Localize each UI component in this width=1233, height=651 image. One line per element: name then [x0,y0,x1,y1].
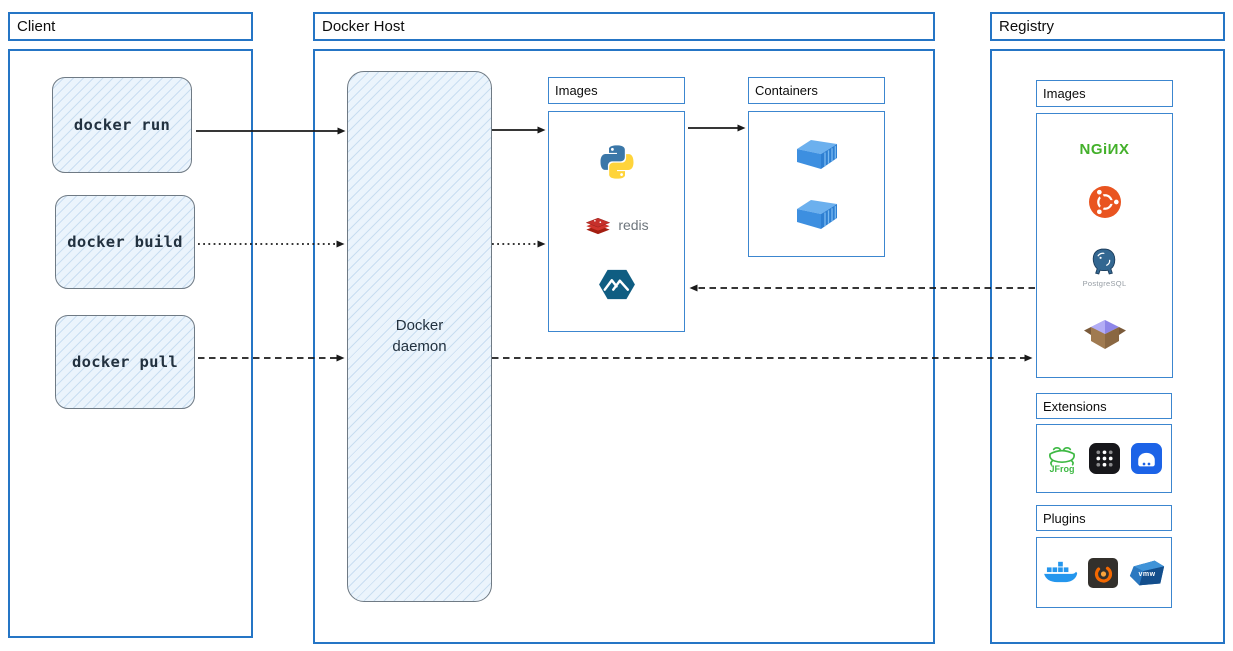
postgresql-label: PostgreSQL [1082,278,1127,288]
app-grid-icon [1089,443,1120,474]
docker-run-label: docker run [73,116,171,134]
redis-icon [585,217,611,235]
docker-pull-box: docker pull [55,315,195,409]
containers-title-label: Containers [755,83,818,98]
registry-plugins-title: Plugins [1036,505,1172,531]
host-images-title-label: Images [555,83,598,98]
registry-section-title: Registry [990,12,1225,41]
docker-build-label: docker build [67,233,183,251]
containers-title: Containers [748,77,885,104]
ubuntu-icon [1088,186,1121,219]
docker-pull-label: docker pull [72,353,178,371]
registry-plugins-title-label: Plugins [1043,510,1086,526]
jfrog-icon [1049,447,1075,466]
client-section-title: Client [8,12,253,41]
busybox-icon [1083,319,1126,349]
alpine-icon [598,269,635,300]
registry-extensions-list: JFrog [1036,424,1172,493]
docker-build-box: docker build [55,195,195,289]
host-images-list: redis [548,111,685,332]
vmware-label: vmw [1138,570,1156,578]
containers-list [748,111,885,257]
docker-host-section-title: Docker Host [313,12,935,41]
registry-plugins-list: vmw [1036,537,1172,608]
disk-drive-icon [1131,443,1162,474]
registry-title-label: Registry [999,18,1055,35]
container-icon [796,200,837,230]
python-icon [600,145,633,179]
registry-images-list: NGiИX PostgreSQL [1036,113,1173,378]
registry-extensions-title-label: Extensions [1043,398,1107,414]
client-title-label: Client [17,18,56,35]
nginx-icon: NGiИX [1079,141,1130,159]
grafana-icon [1088,557,1118,588]
redis-label: redis [618,217,649,233]
postgresql-icon [1093,248,1116,275]
containers-box [748,111,885,257]
docker-daemon-box: Docker daemon [347,71,492,602]
jfrog-item: JFrog [1046,443,1078,474]
docker-whale-icon [1044,561,1078,582]
docker-daemon-label: Docker daemon [392,317,447,355]
redis-item: redis [584,213,649,237]
vmware-icon [1129,560,1165,585]
docker-host-title-label: Docker Host [322,18,405,35]
container-icon [796,139,837,169]
docker-run-box: docker run [52,77,192,173]
postgresql-item: PostgreSQL [1083,247,1127,288]
registry-images-title: Images [1036,80,1173,107]
registry-extensions-title: Extensions [1036,393,1172,419]
jfrog-label: JFrog [1049,464,1075,474]
registry-images-title-label: Images [1043,86,1086,101]
vmware-item: vmw [1128,558,1166,588]
host-images-title: Images [548,77,685,104]
